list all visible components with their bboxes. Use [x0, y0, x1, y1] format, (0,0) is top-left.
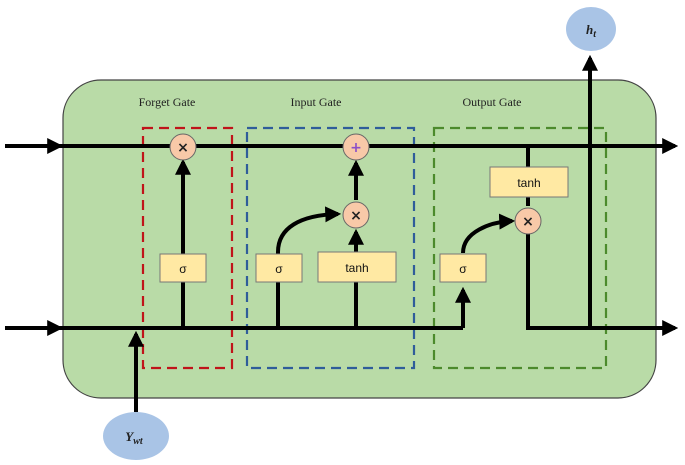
input-multiply-op: × — [342, 201, 370, 229]
output-tanh-label: tanh — [517, 176, 540, 190]
input-sigma-label: σ — [275, 262, 283, 276]
input-tanh-label: tanh — [345, 261, 368, 275]
input-gate-region — [245, 126, 416, 370]
multiply-icon: × — [350, 208, 362, 224]
add-icon: + — [350, 140, 362, 156]
forget-gate-label: Forget Gate — [139, 95, 196, 109]
output-sigma-box: σ — [439, 253, 487, 283]
multiply-icon: × — [522, 214, 534, 230]
output-sigma-label: σ — [459, 262, 467, 276]
input-tanh-box: tanh — [317, 251, 397, 283]
ywt-label: Ywt — [125, 429, 144, 447]
input-sigma-box: σ — [255, 253, 303, 283]
output-multiply-op: × — [514, 207, 542, 235]
ywt-input-node: Ywt — [103, 412, 169, 460]
forget-sigma-box: σ — [159, 253, 207, 283]
output-sigma-curve — [461, 213, 516, 254]
forget-gate-region — [141, 126, 234, 370]
ht-output-node: ht — [566, 7, 616, 51]
forget-multiply-op: × — [169, 133, 197, 161]
input-gate-label: Input Gate — [291, 95, 342, 109]
ht-label: ht — [586, 22, 597, 40]
output-tanh-box: tanh — [489, 166, 569, 198]
input-sigma-curve — [276, 206, 342, 253]
output-gate-label: Output Gate — [463, 95, 522, 109]
input-add-op: + — [342, 133, 370, 161]
output-gate-region — [432, 126, 608, 370]
forget-sigma-label: σ — [179, 262, 187, 276]
multiply-icon: × — [177, 140, 189, 156]
